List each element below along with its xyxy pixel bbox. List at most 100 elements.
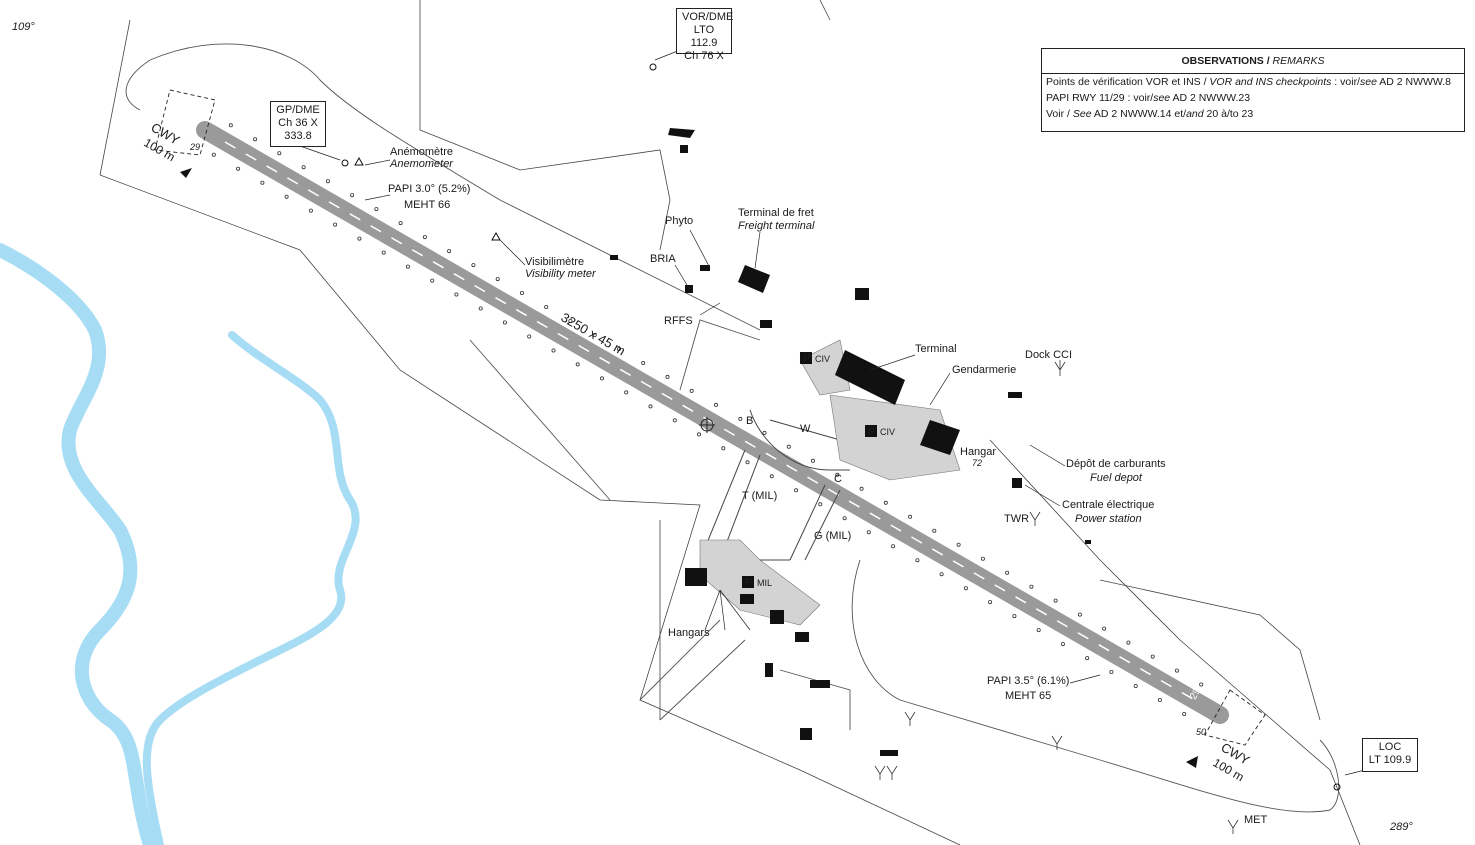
- freight-label-fr: Terminal de fret: [738, 207, 814, 219]
- freight-label-en: Freight terminal: [738, 220, 815, 232]
- rffs-label: RFFS: [664, 315, 693, 327]
- obstacle-symbols: [874, 361, 1239, 834]
- edge-light: [1029, 584, 1034, 589]
- edge-light: [430, 278, 435, 283]
- remarks-line-1-a: Points de vérification VOR et INS /: [1046, 76, 1210, 88]
- vor-dme-line-2: LTO 112.9: [690, 24, 718, 49]
- edge-light: [835, 472, 840, 477]
- perimeter-fence: [99, 0, 1361, 845]
- remarks-line-3: Voir / See AD 2 NWWW.14 et/and 20 à/to 2…: [1042, 106, 1464, 122]
- parking-symbol-3: P: [745, 577, 752, 589]
- power-label-en: Power station: [1075, 513, 1142, 525]
- remarks-line-2-a: PAPI RWY 11/29 : voir/: [1046, 92, 1154, 104]
- parking-mil: MIL: [757, 578, 772, 588]
- river: [0, 243, 360, 845]
- bearing-west: 109°: [12, 21, 35, 33]
- edge-light: [762, 430, 767, 435]
- loc-line-1: LOC: [1378, 741, 1402, 753]
- remarks-line-3-b: See: [1072, 108, 1092, 120]
- edge-light: [284, 194, 289, 199]
- parking-symbol-1: P: [803, 353, 810, 365]
- fuel-label-en: Fuel depot: [1090, 472, 1143, 484]
- parking-symbol-2: P: [868, 426, 875, 438]
- phyto-label: Phyto: [665, 215, 693, 227]
- edge-light: [357, 236, 362, 241]
- vor-dme-line-3: Ch 76 X: [684, 50, 724, 62]
- gp-dme-icon: [341, 159, 349, 167]
- loc-line-2: LT 109.9: [1368, 754, 1412, 766]
- parking-mil-icon: [742, 576, 754, 588]
- bria-label: BRIA: [650, 253, 676, 265]
- gp-dme-line-2: Ch 36 X: [278, 117, 318, 129]
- edge-light: [891, 544, 896, 549]
- edge-light: [794, 488, 799, 493]
- parking-civ-south: CIV: [880, 427, 895, 437]
- edge-light: [866, 530, 871, 535]
- dock-label: Dock CCI: [1025, 349, 1072, 361]
- taxiway-w: W: [800, 423, 811, 435]
- edge-light: [721, 446, 726, 451]
- edge-light: [1012, 614, 1017, 619]
- edge-light: [422, 235, 427, 240]
- fuel-label-fr: Dépôt de carburants: [1066, 458, 1166, 470]
- remarks-line-2: PAPI RWY 11/29 : voir/see AD 2 NWWW.23: [1042, 90, 1464, 106]
- edge-light: [745, 460, 750, 465]
- edge-light: [624, 390, 629, 395]
- edge-light: [697, 432, 702, 437]
- edge-light: [575, 362, 580, 367]
- edge-light: [714, 402, 719, 407]
- obstacle-icon: [1051, 735, 1063, 750]
- edge-light: [672, 418, 677, 423]
- hangar-label: Hangar: [960, 446, 996, 458]
- remarks-title: OBSERVATIONS /: [1181, 55, 1270, 67]
- papi-east-label: PAPI 3.5° (6.1%): [987, 675, 1069, 687]
- edge-light: [454, 292, 459, 297]
- edge-light: [519, 290, 524, 295]
- edge-light: [333, 222, 338, 227]
- hangars-label: Hangars: [668, 627, 710, 639]
- edge-light: [277, 151, 282, 156]
- twr-icon: [1029, 511, 1041, 526]
- obstacle-icon: [1054, 361, 1066, 376]
- remarks-header: OBSERVATIONS / REMARKS: [1042, 49, 1464, 74]
- edge-light: [592, 332, 597, 337]
- edge-light: [1053, 598, 1058, 603]
- edge-light: [988, 600, 993, 605]
- remarks-line-1-b: VOR and INS checkpoints: [1209, 76, 1332, 88]
- edge-light: [568, 318, 573, 323]
- edge-light: [1036, 628, 1041, 633]
- edge-light: [617, 346, 622, 351]
- remarks-line-3-d: and: [1186, 108, 1204, 120]
- taxiway-c: C: [834, 473, 842, 485]
- remarks-line-2-b: see: [1153, 92, 1171, 104]
- edge-light: [738, 416, 743, 421]
- anemometer-label-fr: Anémomètre: [390, 146, 453, 158]
- edge-light: [228, 123, 233, 128]
- edge-light: [551, 348, 556, 353]
- edge-light: [939, 572, 944, 577]
- edge-light: [1126, 640, 1131, 645]
- taxiway-t: T (MIL): [742, 490, 777, 502]
- edge-light: [527, 334, 532, 339]
- edge-light: [648, 404, 653, 409]
- edge-light: [1199, 682, 1204, 687]
- edge-light: [1109, 670, 1114, 675]
- parking-civ-north: CIV: [815, 354, 830, 364]
- edge-light: [325, 179, 330, 184]
- edge-light: [963, 586, 968, 591]
- parking-symbols: [742, 352, 877, 588]
- edge-light: [1060, 642, 1065, 647]
- edge-light: [260, 180, 265, 185]
- edge-light: [980, 556, 985, 561]
- loc-box: LOC LT 109.9: [1362, 738, 1418, 772]
- anemometer-label-en: Anemometer: [389, 158, 454, 170]
- vor-dme-icon: [649, 63, 657, 71]
- leader-lines: [299, 49, 1366, 776]
- edge-light: [883, 500, 888, 505]
- edge-light: [1133, 684, 1138, 689]
- vor-dme-line-1: VOR/DME: [682, 11, 734, 23]
- edge-light: [932, 528, 937, 533]
- loc-icon: [1333, 783, 1341, 791]
- edge-light: [665, 374, 670, 379]
- met-label: MET: [1244, 814, 1268, 826]
